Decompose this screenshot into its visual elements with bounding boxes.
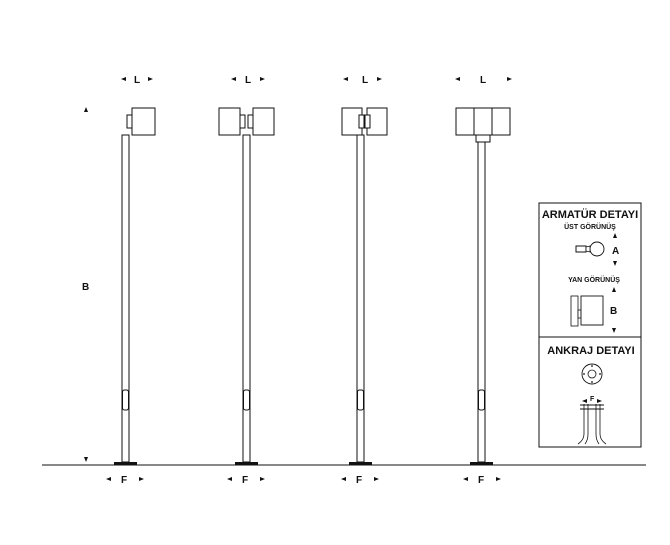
fixture-detail-title: ARMATÜR DETAYI: [542, 208, 638, 221]
fixture-height-label: A: [612, 246, 619, 257]
height-dimension-label: B: [82, 282, 89, 293]
pole-2-base-dimension-label: F: [242, 475, 248, 486]
pole-4-base-dimension: F: [463, 475, 501, 486]
pole-4-access-door: [478, 389, 485, 411]
pole-4-lamp-head-right: [491, 107, 511, 136]
pole-1-bracket: [126, 114, 133, 129]
pole-4-lamp-head-left: [455, 107, 475, 136]
pole-1-base-dimension-label: F: [121, 475, 127, 486]
pole-1-base-dimension: F: [106, 475, 144, 486]
pole-1-shaft: [121, 134, 130, 463]
top-view-label: ÜST GÖRÜNÜŞ: [564, 222, 616, 231]
pole-2-shaft: [242, 134, 251, 463]
pole-3-shaft: [356, 134, 365, 463]
anchor-detail-title: ANKRAJ DETAYI: [547, 345, 634, 357]
pole-3-base: [349, 462, 372, 465]
pole-4-lamp-head-center: [473, 107, 493, 136]
anchor-bolts-icon: [577, 404, 607, 445]
fixture-side-view-icon: [570, 295, 604, 327]
fixture-side-dimension-label: B: [610, 306, 617, 317]
pole-1-access-door: [122, 389, 129, 411]
height-dimension: B: [82, 107, 89, 462]
pole-1-lamp-dimension: L: [121, 75, 153, 86]
pole-2-base-dimension: F: [227, 475, 265, 486]
anchor-plate-top-view-icon: [581, 363, 603, 385]
pole-2: L F: [218, 75, 275, 486]
pole-3-lamp-dimension: L: [343, 75, 382, 86]
pole-2-lamp-head-right: [252, 107, 275, 136]
pole-3: L F: [341, 75, 388, 486]
pole-2-lamp-dimension-label: L: [245, 75, 251, 86]
pole-4-shaft: [477, 141, 486, 463]
pole-1-lamp-dimension-label: L: [134, 75, 140, 86]
pole-3-lamp-dimension-label: L: [362, 75, 368, 86]
fixture-side-dimension: B: [610, 287, 617, 333]
pole-3-access-door: [357, 389, 364, 411]
pole-3-base-dimension: F: [341, 475, 379, 486]
pole-4-base-dimension-label: F: [478, 475, 484, 486]
anchor-base-dimension-label: F: [590, 396, 595, 403]
pole-2-lamp-head-left: [218, 107, 241, 136]
fixture-height-dimension: A: [612, 233, 619, 266]
pole-4-lamp-dimension: L: [455, 75, 512, 86]
pole-1-base: [114, 462, 137, 465]
pole-3-base-dimension-label: F: [356, 475, 362, 486]
side-view-label: YAN GÖRÜNÜŞ: [568, 275, 620, 284]
fixture-top-view-icon: [575, 241, 605, 257]
pole-4-base: [470, 462, 493, 465]
pole-2-base: [235, 462, 258, 465]
pole-1: L F: [106, 75, 156, 486]
pole-2-lamp-dimension: L: [231, 75, 265, 86]
pole-2-access-door: [243, 389, 250, 411]
pole-4: L F: [455, 75, 512, 486]
anchor-base-dimension: F: [582, 396, 602, 403]
detail-panel: ARMATÜR DETAYI ÜST GÖRÜNÜŞ A YAN GÖRÜNÜŞ…: [538, 202, 642, 448]
pole-1-lamp-head: [131, 107, 156, 136]
pole-4-lamp-dimension-label: L: [480, 75, 486, 86]
